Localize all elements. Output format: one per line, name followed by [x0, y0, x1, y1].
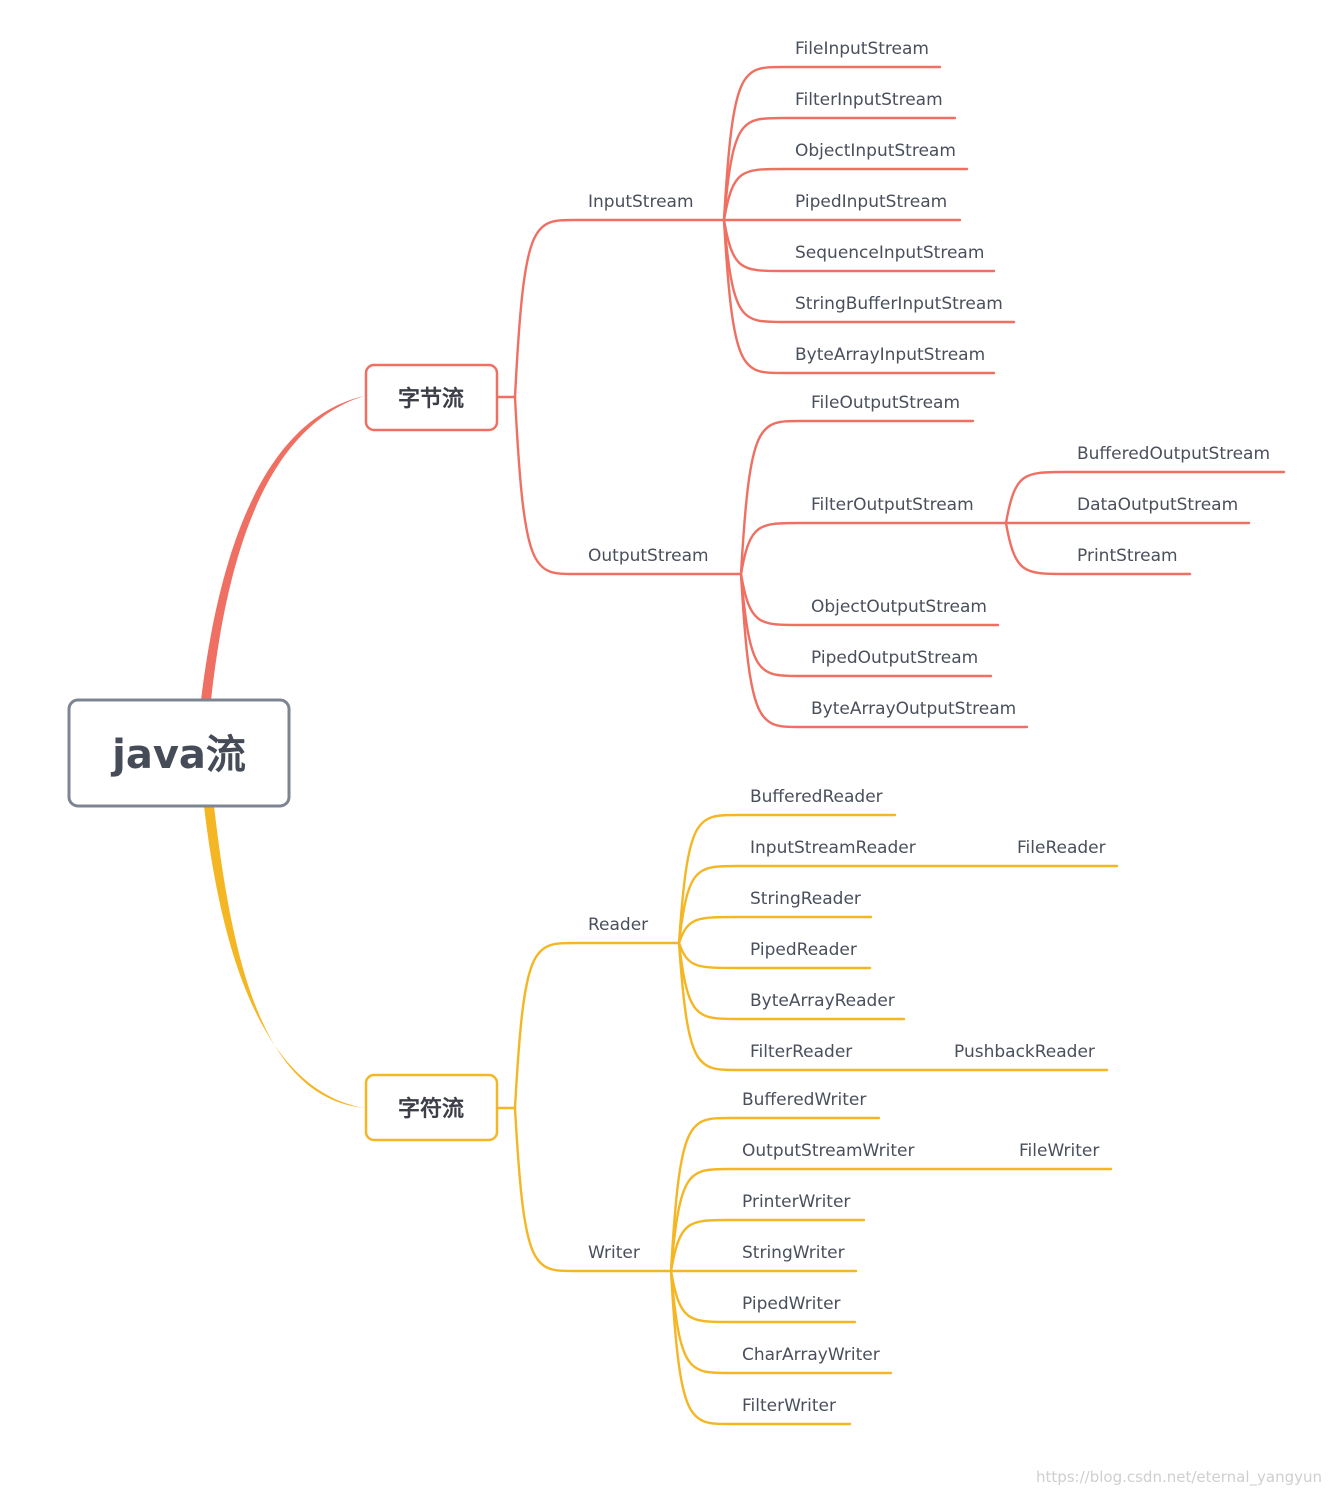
connector-inputstream-leaf	[722, 218, 996, 273]
leaf-inputstreamreader[interactable]: InputStreamReader	[750, 838, 916, 858]
inputstream-label[interactable]: InputStream	[588, 192, 694, 212]
connector-char-reader	[513, 941, 681, 1110]
leaf-objectoutputstream[interactable]: ObjectOutputStream	[811, 597, 987, 617]
connector-byte-inputstream	[513, 218, 726, 399]
connector-filteroutputstream-leaf	[1004, 521, 1192, 576]
leaf-filterreader[interactable]: FilterReader	[750, 1042, 852, 1062]
connector-char-writer	[513, 1106, 673, 1273]
leaf-filterinputstream[interactable]: FilterInputStream	[795, 90, 943, 110]
connector-outputstream-leaf	[739, 572, 993, 678]
leaf-bufferedoutputstream[interactable]: BufferedOutputStream	[1077, 444, 1270, 464]
connector-reader-leaf	[677, 813, 897, 945]
root-node[interactable]: java流	[67, 698, 291, 808]
leaf-sequenceinputstream[interactable]: SequenceInputStream	[795, 243, 984, 263]
leaf-stringbufferinputstream[interactable]: StringBufferInputStream	[795, 294, 1003, 314]
connector-reader-leaf	[677, 941, 906, 1021]
watermark: https://blog.csdn.net/eternal_yangyun	[1036, 1468, 1322, 1487]
leaf-pipedoutputstream[interactable]: PipedOutputStream	[811, 648, 978, 668]
leaf-stringreader[interactable]: StringReader	[750, 889, 861, 909]
connector-byte-outputstream	[513, 395, 743, 576]
leaf-printerwriter[interactable]: PrinterWriter	[742, 1192, 850, 1212]
byte-stream-box	[364, 363, 499, 432]
connector-writer-leaf	[669, 1218, 866, 1273]
connector-root-char	[204, 806, 364, 1108]
leaf-pipedwriter[interactable]: PipedWriter	[742, 1294, 841, 1314]
reader-label[interactable]: Reader	[588, 915, 648, 935]
leaf-outputstreamwriter[interactable]: OutputStreamWriter	[742, 1141, 914, 1161]
leaf-filewriter[interactable]: FileWriter	[1019, 1141, 1099, 1161]
byte-stream-node[interactable]: 字节流	[364, 363, 499, 432]
leaf-dataoutputstream[interactable]: DataOutputStream	[1077, 495, 1238, 515]
leaf-fileoutputstream[interactable]: FileOutputStream	[811, 393, 960, 413]
leaf-bytearrayinputstream[interactable]: ByteArrayInputStream	[795, 345, 985, 365]
connector-writer-leaf	[669, 1116, 881, 1273]
root-label: java流	[110, 732, 246, 778]
leaf-bufferedwriter[interactable]: BufferedWriter	[742, 1090, 866, 1110]
leaf-fileinputstream[interactable]: FileInputStream	[795, 39, 929, 59]
leaf-filteroutputstream[interactable]: FilterOutputStream	[811, 495, 974, 515]
connector-inputstream-leaf	[722, 218, 1016, 324]
char-stream-node[interactable]: 字符流	[364, 1073, 499, 1142]
leaf-printstream[interactable]: PrintStream	[1077, 546, 1178, 566]
connector-reader-leaf	[677, 941, 872, 970]
leaf-filereader[interactable]: FileReader	[1017, 838, 1106, 858]
connector-inputstream-leaf	[722, 167, 969, 222]
connector-writer-leaf	[669, 1269, 857, 1324]
connector-lines	[201, 65, 1286, 1426]
connector-outputstream-leaf	[739, 521, 1008, 576]
leaf-filterwriter[interactable]: FilterWriter	[742, 1396, 836, 1416]
char-stream-box	[364, 1073, 499, 1142]
leaf-stringwriter[interactable]: StringWriter	[742, 1243, 845, 1263]
connector-filteroutputstream-leaf	[1004, 470, 1286, 525]
leaf-bytearrayoutputstream[interactable]: ByteArrayOutputStream	[811, 699, 1016, 719]
root-node-box	[67, 698, 291, 808]
connector-writer-leaf	[669, 1269, 893, 1375]
connector-writer-leaf	[669, 1167, 1113, 1273]
leaf-bufferedreader[interactable]: BufferedReader	[750, 787, 883, 807]
leaf-bytearrayreader[interactable]: ByteArrayReader	[750, 991, 895, 1011]
leaf-chararraywriter[interactable]: CharArrayWriter	[742, 1345, 880, 1365]
connector-writer-leaf	[669, 1269, 852, 1426]
connector-outputstream-leaf	[739, 572, 1000, 627]
connector-root-byte	[201, 396, 364, 700]
leaf-pushbackreader[interactable]: PushbackReader	[954, 1042, 1095, 1062]
char-stream-label: 字符流	[398, 1096, 464, 1122]
leaf-objectinputstream[interactable]: ObjectInputStream	[795, 141, 956, 161]
writer-label[interactable]: Writer	[588, 1243, 640, 1263]
outputstream-label[interactable]: OutputStream	[588, 546, 709, 566]
connector-inputstream-leaf	[722, 116, 957, 222]
connector-inputstream-leaf	[722, 65, 942, 222]
byte-stream-label: 字节流	[398, 386, 464, 412]
connector-outputstream-leaf	[739, 419, 975, 576]
connector-reader-leaf	[677, 915, 873, 945]
connector-outputstream-leaf	[739, 572, 1029, 729]
connector-reader-leaf	[677, 941, 1109, 1072]
leaf-pipedreader[interactable]: PipedReader	[750, 940, 857, 960]
leaf-pipedinputstream[interactable]: PipedInputStream	[795, 192, 947, 212]
connector-inputstream-leaf	[722, 218, 996, 375]
connector-reader-leaf	[677, 864, 1119, 945]
